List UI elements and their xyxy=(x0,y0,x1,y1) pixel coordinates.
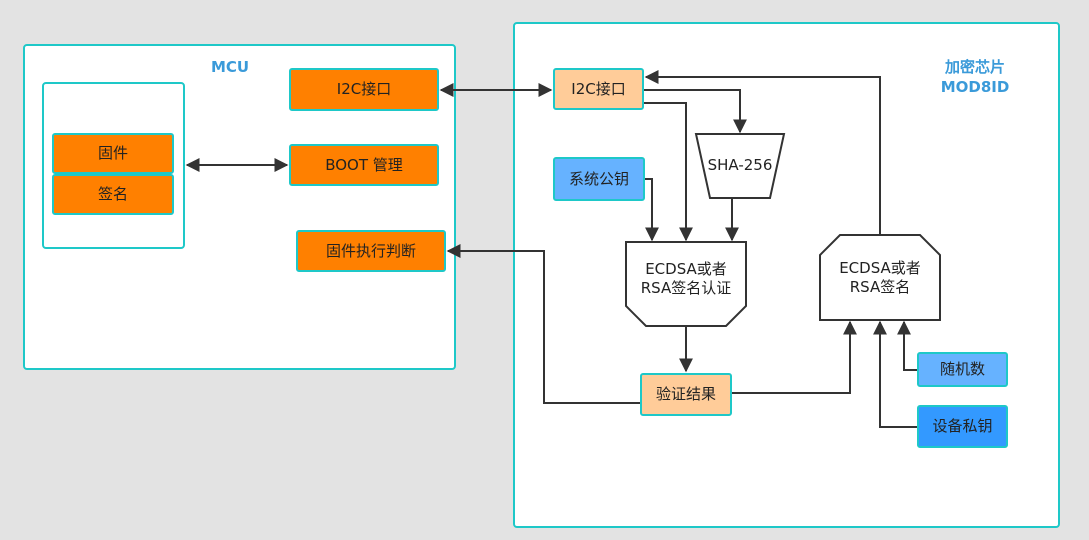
device-privkey-block: 设备私钥 xyxy=(917,405,1008,448)
verify-result-block: 验证结果 xyxy=(640,373,732,416)
result-to-exec-arrow xyxy=(446,244,640,404)
sha256-label: SHA-256 xyxy=(707,155,773,174)
random-number-block: 随机数 xyxy=(917,352,1008,387)
pubkey-to-verify-arrow xyxy=(645,178,659,242)
firmware-exec-block: 固件执行判断 xyxy=(296,230,446,272)
sha256-shape xyxy=(694,133,786,199)
sign-shape xyxy=(819,234,941,321)
i2c-to-verify-arrow xyxy=(644,102,693,242)
mcu-title: MCU xyxy=(210,58,250,76)
sign-to-i2c-arrow xyxy=(644,70,881,235)
i2c-to-sha-arrow xyxy=(644,89,747,134)
system-pubkey-block: 系统公钥 xyxy=(553,157,645,201)
chip-title-line1: 加密芯片 xyxy=(944,58,1005,76)
firmware-block: 固件 xyxy=(52,133,174,174)
verify-label: ECDSA或者RSA签名认证 xyxy=(640,260,732,297)
random-to-sign-arrow xyxy=(897,320,917,371)
boot-manager-block: BOOT 管理 xyxy=(289,144,439,186)
mcu-i2c-block: I2C接口 xyxy=(289,68,439,111)
result-to-sign-arrow xyxy=(732,320,857,394)
sign-label: ECDSA或者RSA签名 xyxy=(839,259,921,296)
privkey-to-sign-arrow xyxy=(873,320,917,428)
chip-i2c-block: I2C接口 xyxy=(553,68,644,110)
verify-shape xyxy=(625,241,747,327)
signature-block: 签名 xyxy=(52,174,174,215)
chip-title-line2: MOD8ID xyxy=(940,78,1010,96)
